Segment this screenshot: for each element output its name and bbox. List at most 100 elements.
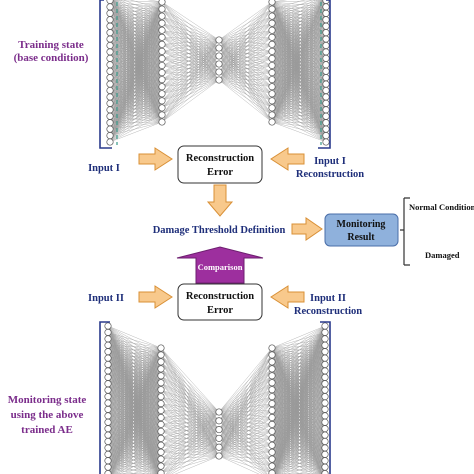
neuron-node	[268, 0, 276, 6]
neuron-node	[104, 335, 112, 343]
neuron-node	[268, 379, 276, 387]
neuron-node	[157, 379, 165, 387]
neuron-node	[268, 365, 276, 373]
neuron-node	[322, 67, 330, 75]
neuron-node	[157, 358, 165, 366]
down-arrow-icon	[206, 184, 234, 217]
neuron-node	[157, 372, 165, 380]
monitoring-recon-bracket	[320, 321, 331, 474]
neuron-node	[215, 60, 223, 68]
neuron-node	[104, 444, 112, 452]
neuron-node	[215, 443, 223, 451]
neuron-node	[321, 380, 329, 388]
neuron-node	[268, 12, 276, 20]
neuron-node	[321, 386, 329, 394]
neuron-node	[268, 83, 276, 91]
neuron-node	[157, 420, 165, 428]
neuron-node	[104, 450, 112, 458]
training-state-label: Training state	[18, 39, 84, 51]
neuron-node	[321, 348, 329, 356]
training-recon-label: Input I	[314, 156, 346, 167]
monitoring-input-bracket	[99, 321, 110, 474]
neuron-node	[321, 418, 329, 426]
neuron-node	[322, 138, 330, 146]
outcome-bracket	[400, 197, 410, 266]
neuron-node	[322, 35, 330, 43]
neuron-node	[322, 125, 330, 133]
neuron-node	[104, 367, 112, 375]
neuron-node	[321, 470, 329, 474]
neuron-node	[158, 83, 166, 91]
neuron-node	[157, 406, 165, 415]
neuron-node	[215, 426, 223, 434]
neuron-node	[268, 351, 276, 359]
neuron-node	[104, 322, 112, 330]
neuron-node	[268, 26, 276, 34]
neuron-node	[268, 33, 276, 41]
neuron-node	[321, 393, 329, 401]
neuron-node	[322, 9, 330, 17]
neuron-node	[322, 80, 330, 88]
neuron-node	[322, 48, 330, 56]
neuron-node	[157, 441, 165, 449]
neuron-node	[268, 406, 276, 415]
neuron-node	[322, 86, 330, 95]
neuron-node	[104, 425, 112, 433]
neuron-node	[268, 448, 276, 456]
neuron-node	[106, 93, 114, 101]
neuron-node	[268, 469, 276, 474]
neuron-node	[104, 405, 112, 413]
neuron-node	[268, 434, 276, 442]
neuron-node	[321, 328, 329, 336]
damage-threshold-label: Damage Threshold Definition	[153, 225, 286, 236]
left-arrow-bottom-icon	[270, 285, 305, 309]
neuron-node	[158, 104, 166, 112]
right-arrow-to-monitoring-icon	[291, 217, 323, 241]
neuron-node	[321, 360, 329, 369]
neuron-node	[157, 413, 165, 422]
neuron-node	[321, 431, 329, 439]
neuron-node	[106, 119, 114, 127]
neuron-node	[104, 360, 112, 369]
neuron-node	[104, 348, 112, 356]
neuron-node	[322, 22, 330, 30]
neuron-node	[104, 437, 112, 446]
neuron-node	[268, 344, 276, 352]
neuron-node	[322, 132, 330, 140]
connection-lines	[107, 325, 326, 474]
neuron-node	[268, 54, 276, 63]
neuron-node	[321, 457, 329, 465]
neuron-node	[268, 90, 276, 98]
neuron-node	[104, 380, 112, 388]
comparison-up-arrow: Comparison	[176, 246, 264, 284]
neuron-node	[321, 437, 329, 446]
neuron-node	[268, 19, 276, 27]
neuron-node	[268, 393, 276, 401]
neuron-node	[322, 54, 330, 62]
neuron-node	[268, 40, 276, 48]
reconstruction-error-box-bottom: Reconstruction Error	[177, 283, 263, 321]
neuron-node	[106, 138, 114, 146]
neuron-node	[104, 431, 112, 439]
neuron-node	[268, 400, 276, 408]
neuron-node	[104, 386, 112, 394]
neuron-node	[158, 111, 166, 119]
neuron-node	[158, 0, 166, 6]
neuron-node	[158, 26, 166, 34]
reconstruction-error-box-top: Reconstruction Error	[177, 145, 263, 184]
neuron-node	[215, 68, 223, 76]
neuron-node	[104, 412, 112, 420]
neuron-node	[322, 3, 330, 11]
neuron-node	[106, 74, 114, 82]
neuron-node	[215, 36, 223, 44]
neuron-node	[158, 61, 166, 70]
neuron-node	[157, 344, 165, 352]
neuron-node	[215, 76, 223, 84]
neuron-node	[157, 427, 165, 435]
neuron-node	[106, 54, 114, 62]
neuron-node	[158, 69, 166, 77]
neuron-node	[104, 373, 112, 381]
neuron-node	[322, 41, 330, 50]
neuron-node	[321, 341, 329, 349]
neuron-node	[158, 19, 166, 27]
